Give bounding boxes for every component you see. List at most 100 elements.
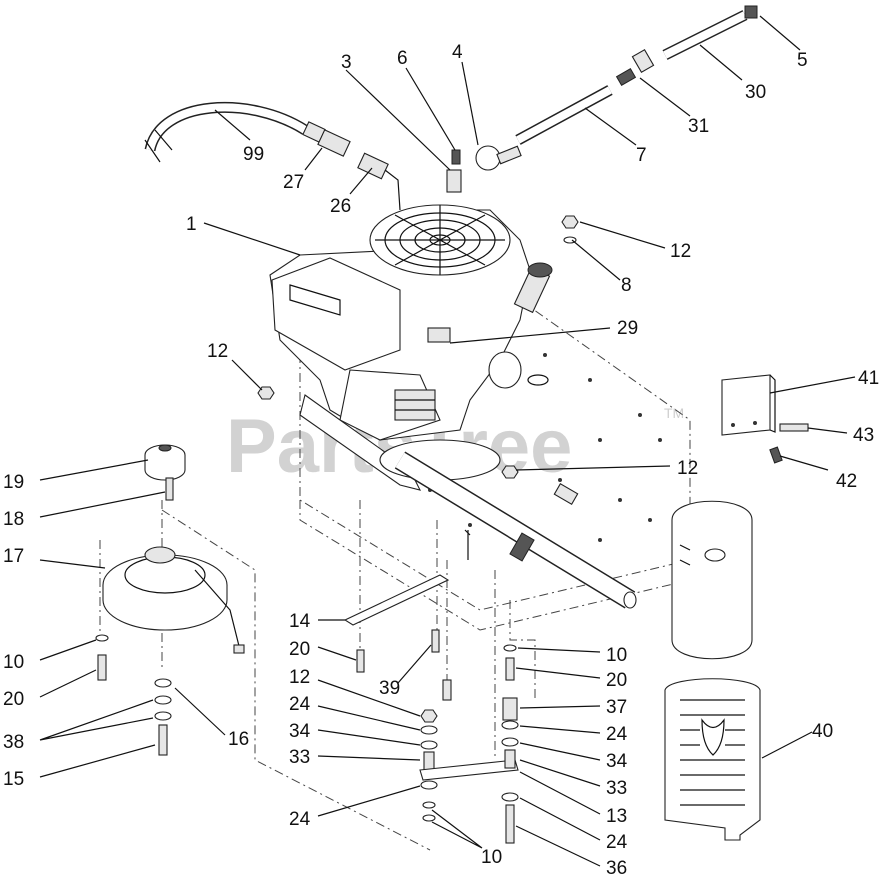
callout-37: 37	[606, 697, 627, 718]
callout-43: 43	[853, 425, 874, 446]
nut-12-top	[561, 215, 579, 229]
washer-34-c	[420, 740, 438, 750]
callout-7: 7	[636, 145, 647, 166]
bolt-20-mid	[356, 649, 365, 673]
callout-36: 36	[606, 858, 627, 879]
part-6	[451, 149, 461, 165]
fitting-31	[615, 67, 637, 87]
callout-20-a: 20	[3, 689, 24, 710]
callout-27: 27	[283, 172, 304, 193]
part-4	[475, 145, 501, 171]
callout-38: 38	[3, 732, 24, 753]
callout-14: 14	[289, 611, 311, 632]
callout-10-c: 10	[481, 847, 502, 868]
callout-29: 29	[617, 318, 638, 339]
callout-6: 6	[397, 48, 408, 69]
dipstick-cap	[527, 262, 553, 278]
hardware-stack-center	[419, 709, 519, 822]
clutch-assembly	[102, 444, 245, 654]
nut-12-mid	[501, 465, 519, 479]
tube-7	[516, 86, 612, 144]
washer-24-r2	[501, 792, 519, 802]
muffler-assembly	[664, 500, 761, 841]
callout-20-b: 20	[289, 639, 310, 660]
callout-33-b: 33	[606, 778, 627, 799]
callout-99: 99	[243, 144, 264, 165]
callout-33-a: 33	[289, 747, 310, 768]
bolt-43	[779, 423, 809, 432]
fitting-26	[357, 152, 389, 180]
bolt-39	[431, 629, 440, 653]
washer-10-left	[95, 634, 109, 642]
callout-34-a: 34	[289, 721, 311, 742]
callout-26: 26	[330, 196, 351, 217]
bolt-20-r	[505, 657, 515, 681]
callout-40: 40	[812, 721, 833, 742]
bolt-15	[158, 724, 168, 756]
washer-24-c1	[420, 725, 438, 735]
washer-24-r1	[501, 720, 519, 730]
callout-labels: 3 6 4 5 30 31 7 99 27 26 1 12 8 29 12 41…	[3, 42, 879, 879]
key-18	[165, 477, 174, 501]
link-13	[419, 759, 519, 781]
tube-30	[663, 11, 747, 59]
callout-41: 41	[858, 368, 879, 389]
oil-fill	[488, 351, 522, 389]
leader-lines	[39, 15, 856, 867]
callout-3: 3	[341, 52, 352, 73]
muffler-body	[671, 500, 753, 660]
spacer-37	[502, 697, 518, 721]
washer-24-c2	[420, 780, 438, 790]
callout-17: 17	[3, 546, 24, 567]
callout-34-b: 34	[606, 751, 628, 772]
callout-31: 31	[688, 116, 709, 137]
callout-12-b: 12	[207, 341, 228, 362]
breather-and-tubes	[446, 5, 758, 193]
callout-24-d: 24	[606, 832, 628, 853]
part-3	[446, 169, 462, 193]
callout-20-c: 20	[606, 670, 627, 691]
callout-13: 13	[606, 806, 627, 827]
callout-10-b: 10	[606, 645, 627, 666]
spacer-33-r	[504, 749, 516, 769]
engine-assembly	[269, 204, 553, 491]
hardware-left	[95, 634, 172, 756]
callout-15: 15	[3, 769, 24, 790]
exhaust-pipe	[394, 451, 637, 609]
muffler-guard-40	[664, 678, 761, 841]
callout-42: 42	[836, 471, 857, 492]
callout-8: 8	[621, 275, 632, 296]
callout-30: 30	[745, 82, 766, 103]
callout-24-a: 24	[289, 694, 311, 715]
bracket-14	[343, 574, 450, 626]
hardware-stack-right	[501, 644, 519, 844]
washer-38b	[154, 695, 172, 705]
callout-4: 4	[452, 42, 463, 63]
bolt-36	[505, 804, 515, 844]
callout-16: 16	[228, 729, 249, 750]
decal-29	[427, 327, 451, 343]
callout-12-a: 12	[670, 241, 691, 262]
callout-12-c: 12	[677, 458, 698, 479]
washer-34-r	[501, 737, 519, 747]
bolt-20-left	[97, 654, 107, 681]
callout-12-d: 12	[289, 667, 310, 688]
callout-19: 19	[3, 472, 24, 493]
callout-5: 5	[797, 50, 808, 71]
callout-1: 1	[186, 214, 197, 235]
callout-18: 18	[3, 509, 24, 530]
washer-38a	[154, 678, 172, 688]
callout-39: 39	[379, 678, 400, 699]
nut-12-low	[420, 709, 438, 723]
callout-24-c: 24	[289, 809, 311, 830]
watermark-trademark: TM	[664, 405, 684, 421]
oil-filter-block	[394, 389, 436, 421]
fitting-27	[317, 129, 351, 157]
part-5	[744, 5, 758, 19]
bracket-14-group	[343, 574, 452, 701]
callout-24-b: 24	[606, 724, 628, 745]
callout-10-a: 10	[3, 652, 24, 673]
fuel-line	[144, 102, 401, 211]
